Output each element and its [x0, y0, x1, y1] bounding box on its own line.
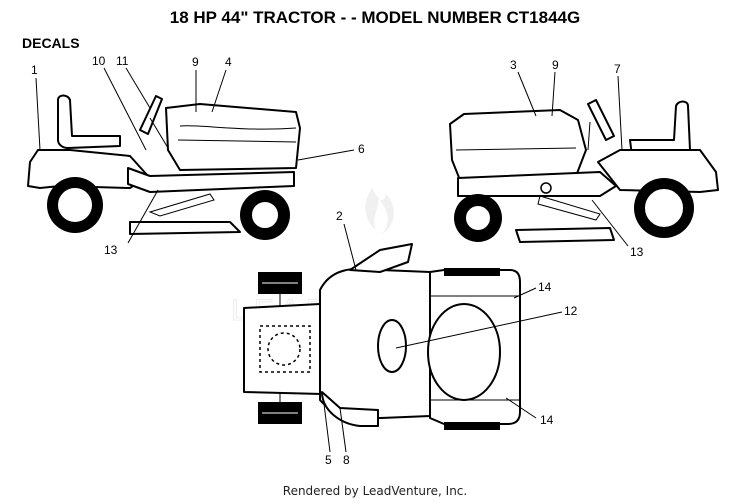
tractor-left-side-view: 1 10 11 9 4 6 13 [27, 54, 365, 257]
tractor-right-side-view: 3 9 7 13 [449, 58, 719, 259]
callout-12: 12 [564, 304, 578, 318]
callout-9: 9 [552, 58, 559, 72]
callout-5: 5 [325, 453, 332, 467]
section-heading: DECALS [22, 35, 80, 51]
callout-1: 1 [31, 63, 38, 77]
tractor-top-view: 2 14 12 14 5 8 [243, 209, 578, 467]
callout-10: 10 [92, 54, 106, 68]
callout-4: 4 [225, 55, 232, 69]
page-title: 18 HP 44" TRACTOR - - MODEL NUMBER CT184… [169, 8, 581, 27]
callout-8: 8 [343, 453, 350, 467]
footer-credit: Rendered by LeadVenture, Inc. [282, 484, 468, 498]
callout-14: 14 [540, 413, 554, 427]
callout-14: 14 [538, 280, 552, 294]
callout-2: 2 [336, 209, 343, 223]
callout-7: 7 [614, 62, 621, 76]
callout-11: 11 [116, 54, 129, 68]
callout-13: 13 [104, 243, 118, 257]
callout-6: 6 [358, 142, 365, 156]
callout-13: 13 [630, 245, 644, 259]
callout-3: 3 [510, 58, 517, 72]
callout-9: 9 [192, 55, 199, 69]
